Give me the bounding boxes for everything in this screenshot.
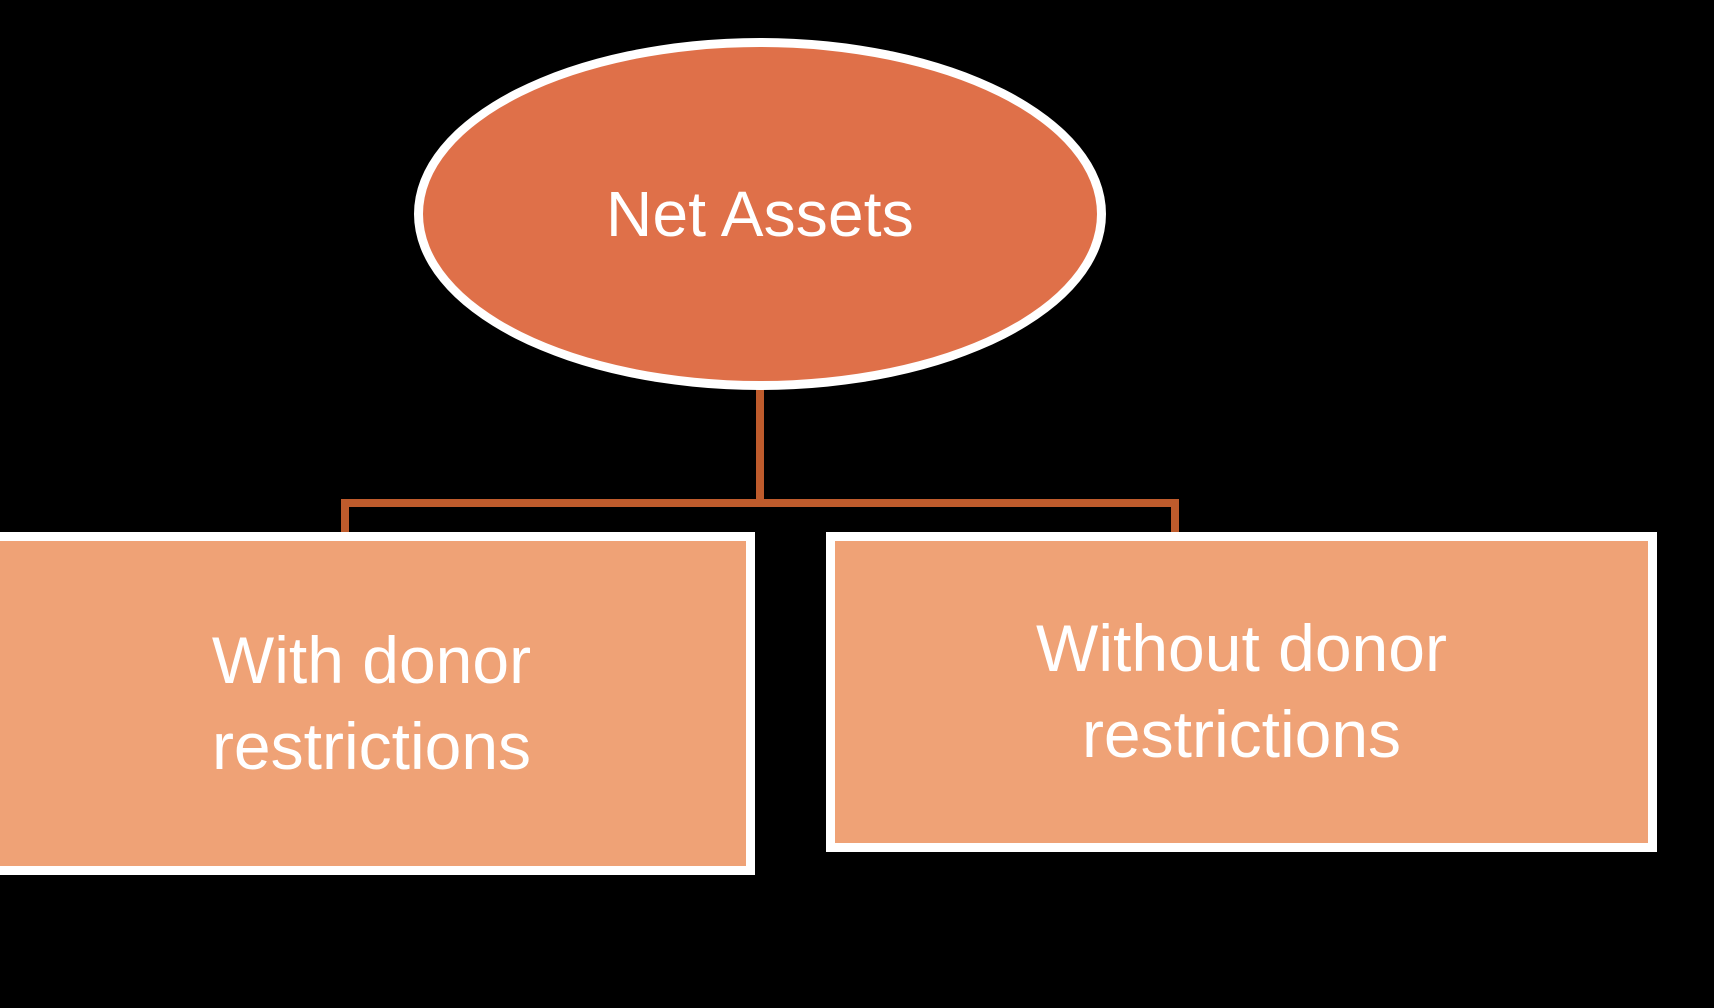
node-without-donor-restrictions-label: Without donor restrictions (1026, 606, 1457, 778)
node-without-donor-restrictions-line2: restrictions (1081, 697, 1402, 771)
node-with-donor-restrictions-label: With donor restrictions (202, 618, 541, 790)
node-without-donor-restrictions-line1: Without donor (1036, 611, 1447, 686)
node-without-donor-restrictions[interactable]: Without donor restrictions (826, 532, 1657, 852)
node-with-donor-restrictions-line1: With donor (211, 622, 532, 697)
node-net-assets[interactable]: Net Assets (414, 38, 1106, 390)
node-with-donor-restrictions[interactable]: With donor restrictions (0, 532, 755, 875)
node-net-assets-label: Net Assets (606, 177, 914, 250)
node-with-donor-restrictions-line2: restrictions (211, 708, 532, 783)
